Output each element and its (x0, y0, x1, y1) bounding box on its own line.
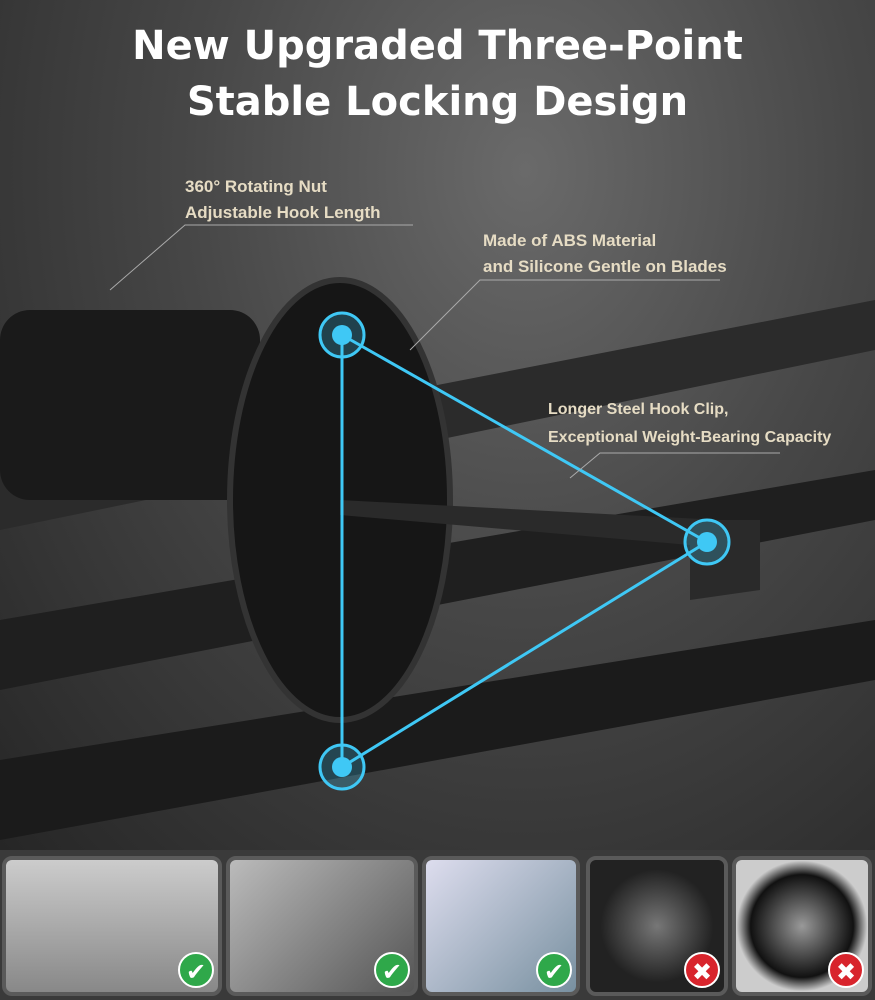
callout-lines (109, 224, 780, 479)
vent-thumbnail-round-2: ✖ (732, 856, 872, 996)
annotation-text: Adjustable Hook Length (185, 203, 381, 222)
locking-triangle (340, 333, 708, 769)
mount-body (0, 310, 260, 500)
vent-thumbnail-side: ✔ (226, 856, 418, 996)
annotation-hook-clip: Longer Steel Hook Clip, Exceptional Weig… (548, 396, 831, 452)
lock-point-icon (318, 311, 366, 359)
annotation-text: Longer Steel Hook Clip, (548, 401, 729, 418)
vent-blade (0, 620, 875, 840)
headline-line-1: New Upgraded Three-Point (132, 23, 743, 69)
annotation-material: Made of ABS Material and Silicone Gentle… (483, 228, 727, 280)
annotation-rotating-nut: 360° Rotating Nut Adjustable Hook Length (185, 174, 381, 226)
vent-thumbnail-vertical: ✔ (422, 856, 580, 996)
lock-point-icon (318, 743, 366, 791)
cross-icon: ✖ (828, 952, 864, 988)
vent-thumbnail-rectangular: ✔ (2, 856, 222, 996)
annotation-text: Made of ABS Material (483, 231, 657, 250)
check-icon: ✔ (374, 952, 410, 988)
lock-point-icon (683, 518, 731, 566)
mount-illustration (0, 224, 875, 840)
annotation-text: and Silicone Gentle on Blades (483, 257, 727, 276)
hook-clip (340, 500, 760, 600)
check-icon: ✔ (536, 952, 572, 988)
vent-thumbnail-round: ✖ (586, 856, 728, 996)
headline-line-2: Stable Locking Design (186, 79, 689, 125)
annotation-text: 360° Rotating Nut (185, 177, 327, 196)
cross-icon: ✖ (684, 952, 720, 988)
vent-compatibility-strip: ✔ ✔ ✔ ✖ ✖ (0, 852, 875, 1000)
headline: New Upgraded Three-Point Stable Locking … (0, 18, 875, 130)
annotation-text: Exceptional Weight-Bearing Capacity (548, 429, 832, 446)
check-icon: ✔ (178, 952, 214, 988)
